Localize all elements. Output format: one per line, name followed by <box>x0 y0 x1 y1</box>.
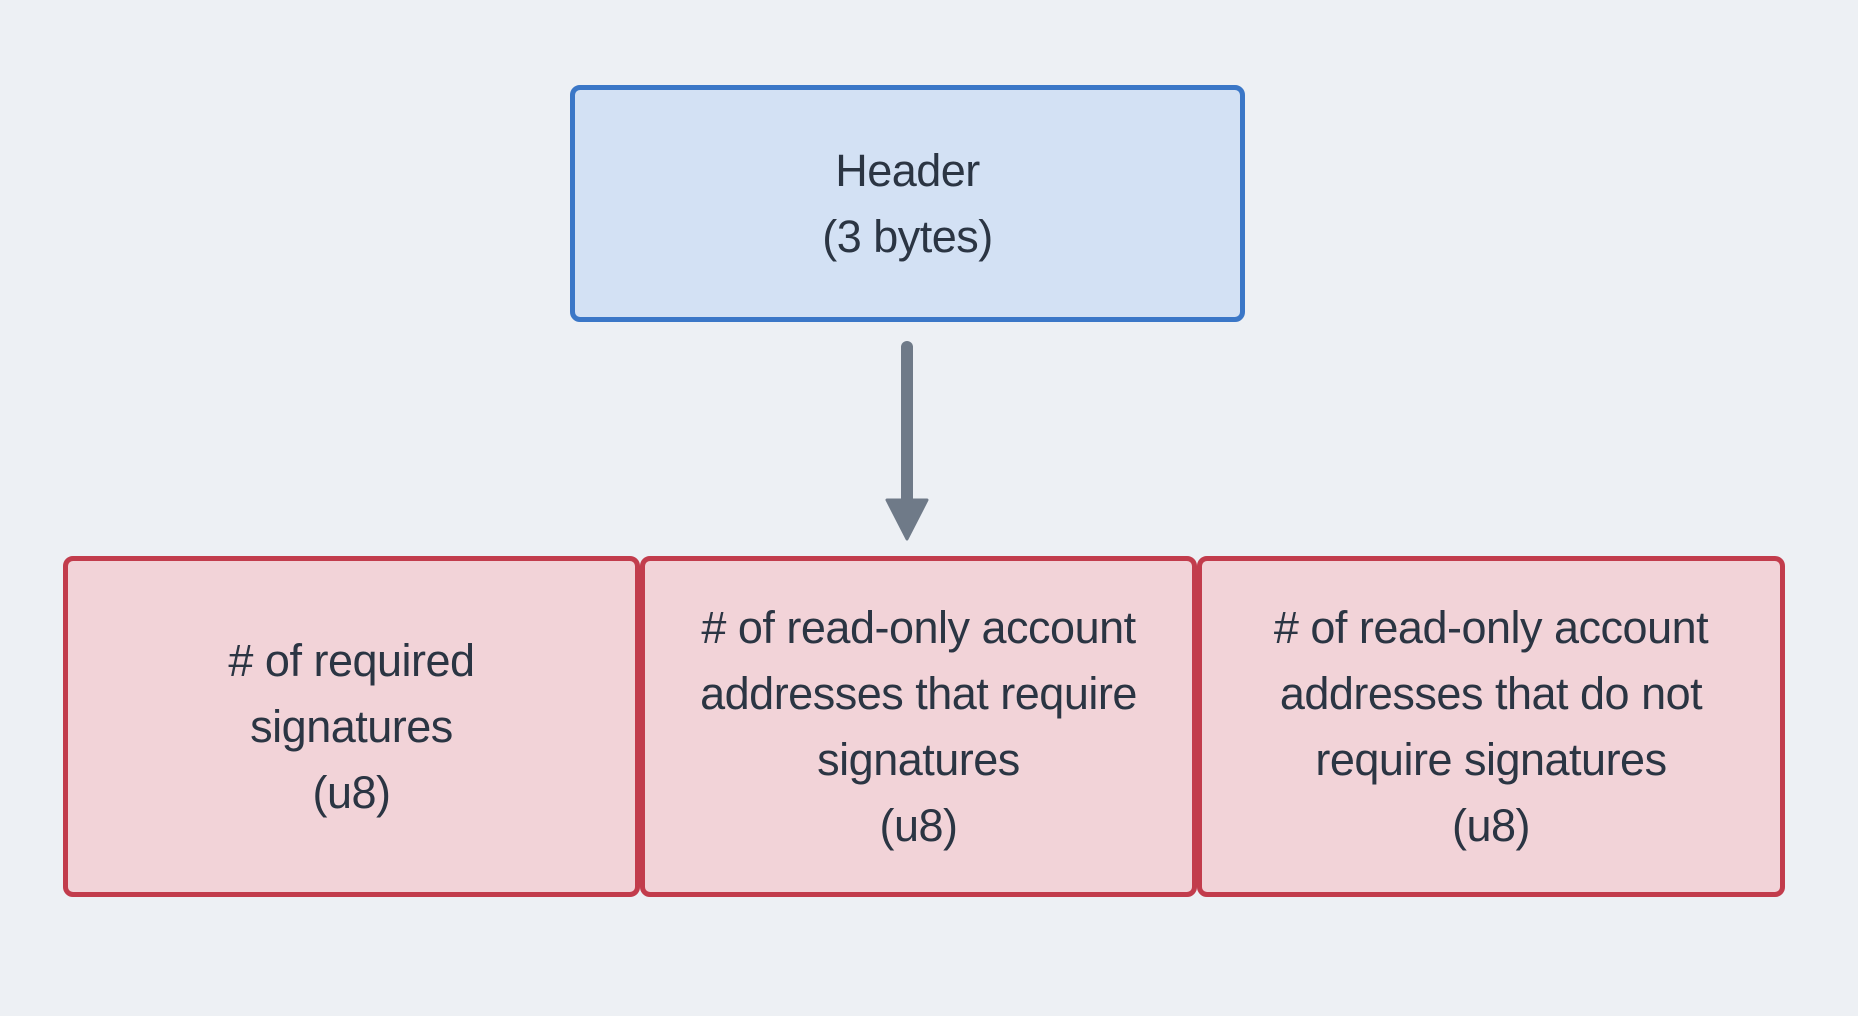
header-node-label: Header (3 bytes) <box>822 144 993 262</box>
field-node-required-signatures-label: # of required signatures (u8) <box>228 634 475 818</box>
field-node-readonly-signed: # of read-only account addresses that re… <box>640 556 1197 897</box>
field-node-readonly-unsigned: # of read-only account addresses that do… <box>1197 556 1785 897</box>
down-arrow-icon <box>885 341 929 541</box>
header-fields-row: # of required signatures (u8) # of read-… <box>63 556 1785 897</box>
field-node-readonly-signed-label: # of read-only account addresses that re… <box>700 601 1137 851</box>
field-node-readonly-unsigned-label: # of read-only account addresses that do… <box>1273 601 1709 851</box>
field-node-required-signatures: # of required signatures (u8) <box>63 556 640 897</box>
header-node: Header (3 bytes) <box>570 85 1245 322</box>
